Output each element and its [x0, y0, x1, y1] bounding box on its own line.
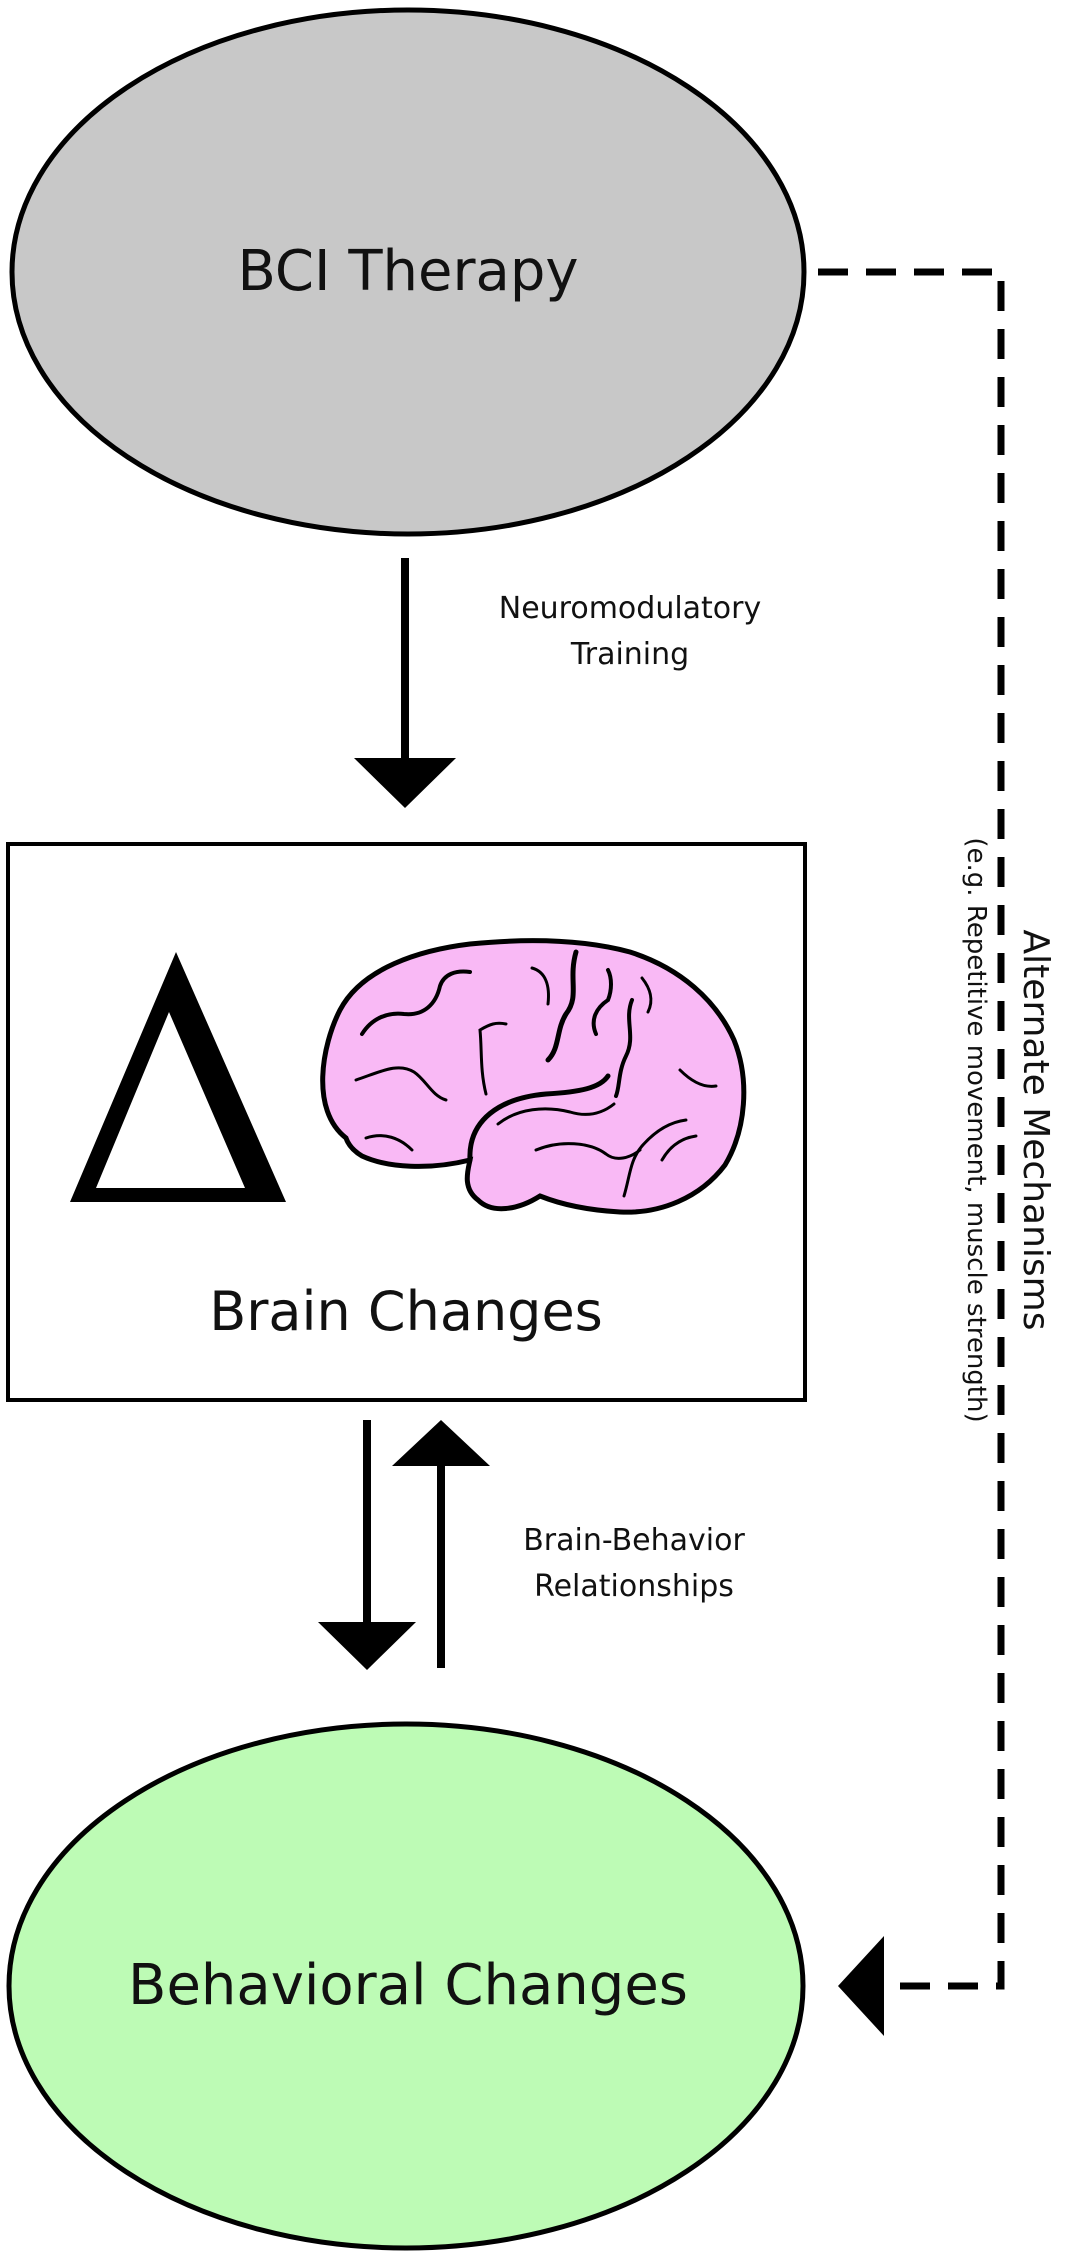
brain-fold	[360, 969, 472, 1036]
brain-fold	[478, 1021, 508, 1096]
brain-changes-node: Brain Changes	[6, 842, 807, 1402]
brain-fold	[496, 1102, 616, 1126]
brain-behavior-label-line2: Relationships	[534, 1569, 734, 1604]
alternate-mechanisms-arrow-head	[838, 1936, 884, 2036]
brain-fold	[660, 1134, 698, 1162]
brain-fold	[545, 949, 579, 1063]
delta-icon	[70, 952, 286, 1202]
brain-fold	[622, 1118, 688, 1198]
alternate-mechanisms-label-line1: Alternate Mechanisms	[1015, 930, 1056, 1331]
brain-icon	[320, 938, 747, 1215]
behavioral-changes-node: Behavioral Changes	[6, 1721, 806, 2251]
bci-therapy-ellipse	[9, 7, 807, 537]
brain-fold	[530, 966, 550, 1006]
brain-fold	[364, 1134, 414, 1152]
brain-fold	[354, 1066, 448, 1102]
behavioral-changes-ellipse	[6, 1721, 806, 2251]
brain-fold	[591, 968, 613, 1036]
alternate-mechanisms-label-line2: (e.g. Repetitive movement, muscle streng…	[961, 837, 991, 1422]
brain-fold	[614, 998, 634, 1098]
brain-fold	[534, 1142, 642, 1160]
brain-fold	[467, 1073, 611, 1163]
brain-to-behavior-arrow	[318, 1420, 416, 1670]
behavior-to-brain-arrow	[392, 1420, 490, 1668]
neuromodulatory-label-line1: Neuromodulatory	[499, 591, 762, 626]
bci-therapy-node: BCI Therapy	[9, 7, 807, 537]
alternate-mechanisms-arrow	[818, 268, 1005, 2036]
neuromodulatory-label-line2: Training	[570, 637, 689, 672]
brain-behavior-label-line1: Brain-Behavior	[523, 1523, 745, 1558]
brain-fold	[640, 976, 653, 1014]
neuromodulatory-arrow	[354, 558, 456, 808]
neuromodulatory-arrow-head	[354, 758, 456, 808]
bci-therapy-label: BCI Therapy	[237, 239, 578, 304]
brain-fold	[678, 1068, 718, 1088]
behavior-to-brain-arrow-head	[392, 1420, 490, 1466]
behavioral-changes-label: Behavioral Changes	[128, 1953, 688, 2018]
brain-to-behavior-arrow-head	[318, 1622, 416, 1670]
brain-changes-label: Brain Changes	[209, 1280, 603, 1343]
